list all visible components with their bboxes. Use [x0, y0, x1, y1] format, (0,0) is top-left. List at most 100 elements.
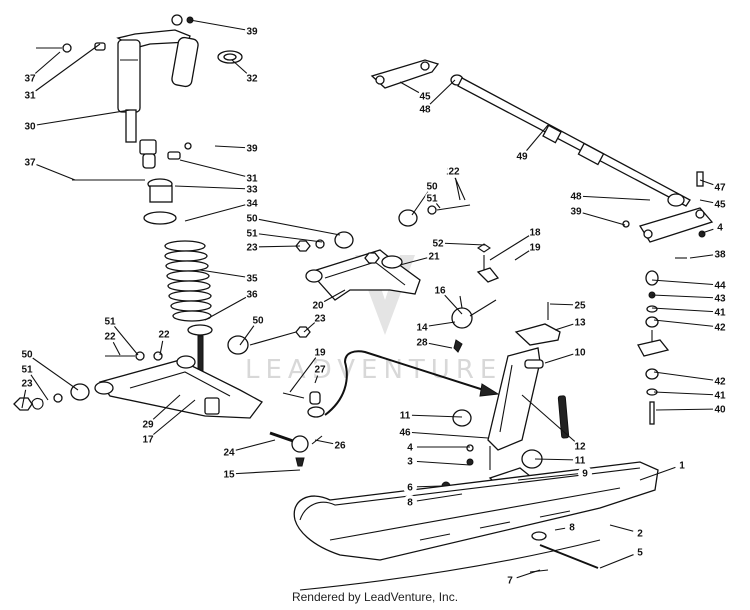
callout-bg [103, 314, 117, 328]
callout-50: 50 [245, 211, 341, 236]
callout-51: 51 [245, 226, 323, 243]
callout-31: 31 [23, 43, 101, 102]
callout-bg [573, 453, 587, 467]
callout-bg [245, 71, 259, 85]
callout-8: 8 [403, 493, 463, 509]
callout-bg [713, 388, 727, 402]
callout-bg [245, 196, 259, 210]
callout-bg [141, 417, 155, 431]
callout-3: 3 [403, 454, 471, 468]
callout-50: 50 [411, 179, 439, 216]
callout-bg [565, 520, 579, 534]
callout-number: 26 [334, 441, 346, 452]
callout-number: 14 [416, 323, 428, 334]
callout-number: 50 [426, 182, 438, 193]
leader-line [489, 231, 536, 261]
callout-bg [447, 164, 461, 178]
callout-12: 12 [521, 394, 587, 453]
callout-bg [713, 247, 727, 261]
callout-24: 24 [222, 439, 276, 459]
leader-line [639, 464, 683, 481]
callout-47: 47 [699, 179, 727, 194]
callout-bg [713, 402, 727, 416]
callout-number: 2 [637, 529, 643, 540]
callout-8: 8 [554, 520, 579, 534]
leader-line [599, 551, 641, 569]
spindle-assembly [441, 243, 570, 498]
callout-number: 12 [574, 442, 586, 453]
callout-bg [578, 466, 592, 480]
callout-bg [415, 335, 429, 349]
callout-bg [313, 362, 327, 376]
callout-bg [23, 88, 37, 102]
leader-line [174, 185, 253, 190]
callout-bg [573, 298, 587, 312]
callout-bg [222, 467, 236, 481]
callout-bg [403, 440, 417, 454]
leader-line [651, 279, 721, 286]
callout-11: 11 [534, 453, 587, 467]
leader-line [651, 307, 721, 313]
leader-line [147, 394, 181, 425]
callout-number: 35 [246, 274, 258, 285]
callout-32: 32 [231, 59, 259, 85]
leader-line [651, 294, 721, 299]
callout-29: 29 [141, 394, 181, 431]
callout-number: 42 [714, 323, 726, 334]
callout-bg [222, 445, 236, 459]
callout-31: 31 [179, 159, 259, 185]
callout-25: 25 [549, 298, 587, 312]
callout-bg [425, 179, 439, 193]
callout-50: 50 [239, 313, 265, 346]
callout-number: 39 [246, 144, 258, 155]
leader-line [289, 351, 321, 393]
callout-50: 50 [20, 347, 79, 391]
callout-51: 51 [425, 191, 441, 209]
callout-34: 34 [184, 196, 259, 222]
callout-49: 49 [515, 124, 549, 163]
callout-bg [245, 24, 259, 38]
callout-bg [713, 305, 727, 319]
callout-number: 23 [314, 314, 326, 325]
callout-45: 45 [399, 81, 432, 103]
leader-line [404, 414, 463, 418]
callout-number: 11 [400, 411, 411, 422]
steering-rod [324, 350, 500, 416]
callout-bg [398, 408, 412, 422]
callout-22: 22 [157, 327, 171, 356]
callout-39: 39 [189, 19, 259, 38]
leader-line [189, 19, 253, 32]
callout-26: 26 [314, 438, 347, 452]
callout-bg [713, 197, 727, 211]
callout-number: 21 [428, 252, 440, 263]
callout-4: 4 [403, 440, 470, 454]
callout-number: 37 [24, 74, 36, 85]
callout-bg [333, 438, 347, 452]
callout-39: 39 [569, 204, 626, 226]
callout-number: 31 [24, 91, 36, 102]
leader-line [404, 431, 489, 439]
callout-number: 3 [407, 457, 413, 468]
callout-number: 6 [407, 483, 413, 494]
callout-number: 51 [21, 365, 33, 376]
callout-bg [425, 191, 439, 205]
callout-number: 18 [529, 228, 541, 239]
callout-bg [245, 287, 259, 301]
leader-line [251, 217, 341, 236]
callout-bg [573, 345, 587, 359]
callout-41: 41 [651, 305, 727, 319]
leader-line [29, 43, 101, 96]
leader-line [228, 439, 276, 453]
callout-bg [528, 225, 542, 239]
callout-number: 52 [432, 239, 444, 250]
callout-13: 13 [554, 315, 587, 331]
callout-number: 49 [516, 152, 528, 163]
callout-number: 41 [714, 308, 726, 319]
callout-18: 18 [489, 225, 542, 261]
callout-48: 48 [569, 189, 651, 203]
callout-bg [157, 327, 171, 341]
callout-23: 23 [303, 311, 327, 333]
callout-10: 10 [544, 345, 587, 364]
callout-bg [675, 458, 689, 472]
callout-bg [245, 271, 259, 285]
